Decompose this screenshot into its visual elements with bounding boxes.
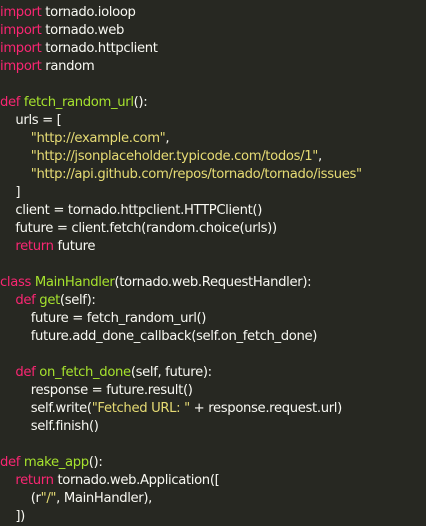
code-line: future.add_done_callback(self.on_fetch_d… <box>0 328 426 346</box>
code-line: class MainHandler(tornado.web.RequestHan… <box>0 274 426 292</box>
function-name-token: fetch_random_url <box>23 95 134 110</box>
code-line: "http://example.com", <box>0 130 426 148</box>
code-line: def make_app(): <box>0 454 426 472</box>
code-line: import tornado.web <box>0 22 426 40</box>
code-line: future = client.fetch(random.choice(urls… <box>0 220 426 238</box>
code-line: return future <box>0 238 426 256</box>
code-text-token: self.write( <box>0 401 92 416</box>
function-name-token: on_fetch_done <box>39 365 131 380</box>
code-line: import random <box>0 58 426 76</box>
code-line <box>0 436 426 454</box>
code-text-token: (): <box>88 455 103 470</box>
function-name-token: get <box>39 293 60 308</box>
code-text-token: client = tornado.httpclient.HTTPClient() <box>0 203 262 218</box>
code-text-token: future = fetch_random_url() <box>0 311 207 326</box>
code-text-token: , MainHandler), <box>56 491 153 506</box>
string-token: "/" <box>40 491 57 506</box>
code-text-token: (tornado.web.RequestHandler): <box>114 275 312 290</box>
code-text-token: future = client.fetch(random.choice(urls… <box>0 221 277 236</box>
keyword-token: def <box>0 95 21 110</box>
keyword-token: import <box>0 23 42 38</box>
code-line <box>0 256 426 274</box>
code-text-token: , <box>165 131 170 146</box>
code-line <box>0 346 426 364</box>
code-text-token: future.add_done_callback(self.on_fetch_d… <box>0 329 318 344</box>
function-name-token: make_app <box>23 455 89 470</box>
code-line <box>0 76 426 94</box>
code-text-token: response = future.result() <box>0 383 193 398</box>
code-text-token <box>0 473 15 488</box>
keyword-token: import <box>0 41 42 56</box>
code-line: "http://jsonplaceholder.typicode.com/tod… <box>0 148 426 166</box>
code-text-token: (): <box>133 95 148 110</box>
code-text-token <box>0 149 31 164</box>
code-text-token <box>0 365 15 380</box>
code-text-token: future <box>53 239 96 254</box>
code-text-token: random <box>41 59 95 74</box>
code-text-token <box>0 167 31 182</box>
code-text-token <box>0 293 15 308</box>
code-text-token: ]) <box>0 509 25 524</box>
keyword-token: def <box>15 365 36 380</box>
code-line: def get(self): <box>0 292 426 310</box>
keyword-token: import <box>0 5 42 20</box>
code-line: import tornado.httpclient <box>0 40 426 58</box>
keyword-token: def <box>0 455 21 470</box>
code-line: future = fetch_random_url() <box>0 310 426 328</box>
code-line: (r"/", MainHandler), <box>0 490 426 508</box>
code-line: client = tornado.httpclient.HTTPClient() <box>0 202 426 220</box>
code-line: import tornado.ioloop <box>0 4 426 22</box>
keyword-token: return <box>15 239 54 254</box>
code-text-token: urls = [ <box>0 113 62 128</box>
code-line: self.write("Fetched URL: " + response.re… <box>0 400 426 418</box>
code-line: def on_fetch_done(self, future): <box>0 364 426 382</box>
code-text-token <box>0 239 15 254</box>
code-text-token: (self, future): <box>130 365 212 380</box>
code-text-token: tornado.web.Application([ <box>53 473 220 488</box>
code-line: response = future.result() <box>0 382 426 400</box>
string-token: "http://api.github.com/repos/tornado/tor… <box>30 167 362 182</box>
code-line: ] <box>0 184 426 202</box>
string-token: "Fetched URL: " <box>91 401 190 416</box>
code-text-token: tornado.httpclient <box>41 41 158 56</box>
code-line: return tornado.web.Application([ <box>0 472 426 490</box>
code-line: urls = [ <box>0 112 426 130</box>
function-name-token: MainHandler <box>34 275 115 290</box>
keyword-token: class <box>0 275 31 290</box>
code-line: self.finish() <box>0 418 426 436</box>
code-text-token: (self): <box>59 293 96 308</box>
code-text-token: tornado.ioloop <box>41 5 136 20</box>
string-token: "http://example.com" <box>30 131 166 146</box>
code-line: ]) <box>0 508 426 526</box>
code-text-token: , <box>317 149 322 164</box>
code-text-token <box>0 131 31 146</box>
keyword-token: return <box>15 473 54 488</box>
string-token: "http://jsonplaceholder.typicode.com/tod… <box>30 149 319 164</box>
code-text-token: self.finish() <box>0 419 99 434</box>
code-text-token: (r <box>0 491 41 506</box>
code-line: "http://api.github.com/repos/tornado/tor… <box>0 166 426 184</box>
keyword-token: import <box>0 59 42 74</box>
code-text-token: tornado.web <box>41 23 124 38</box>
code-text-token: + response.request.url) <box>189 401 343 416</box>
code-line: def fetch_random_url(): <box>0 94 426 112</box>
code-text-token: ] <box>0 185 21 200</box>
keyword-token: def <box>15 293 36 308</box>
